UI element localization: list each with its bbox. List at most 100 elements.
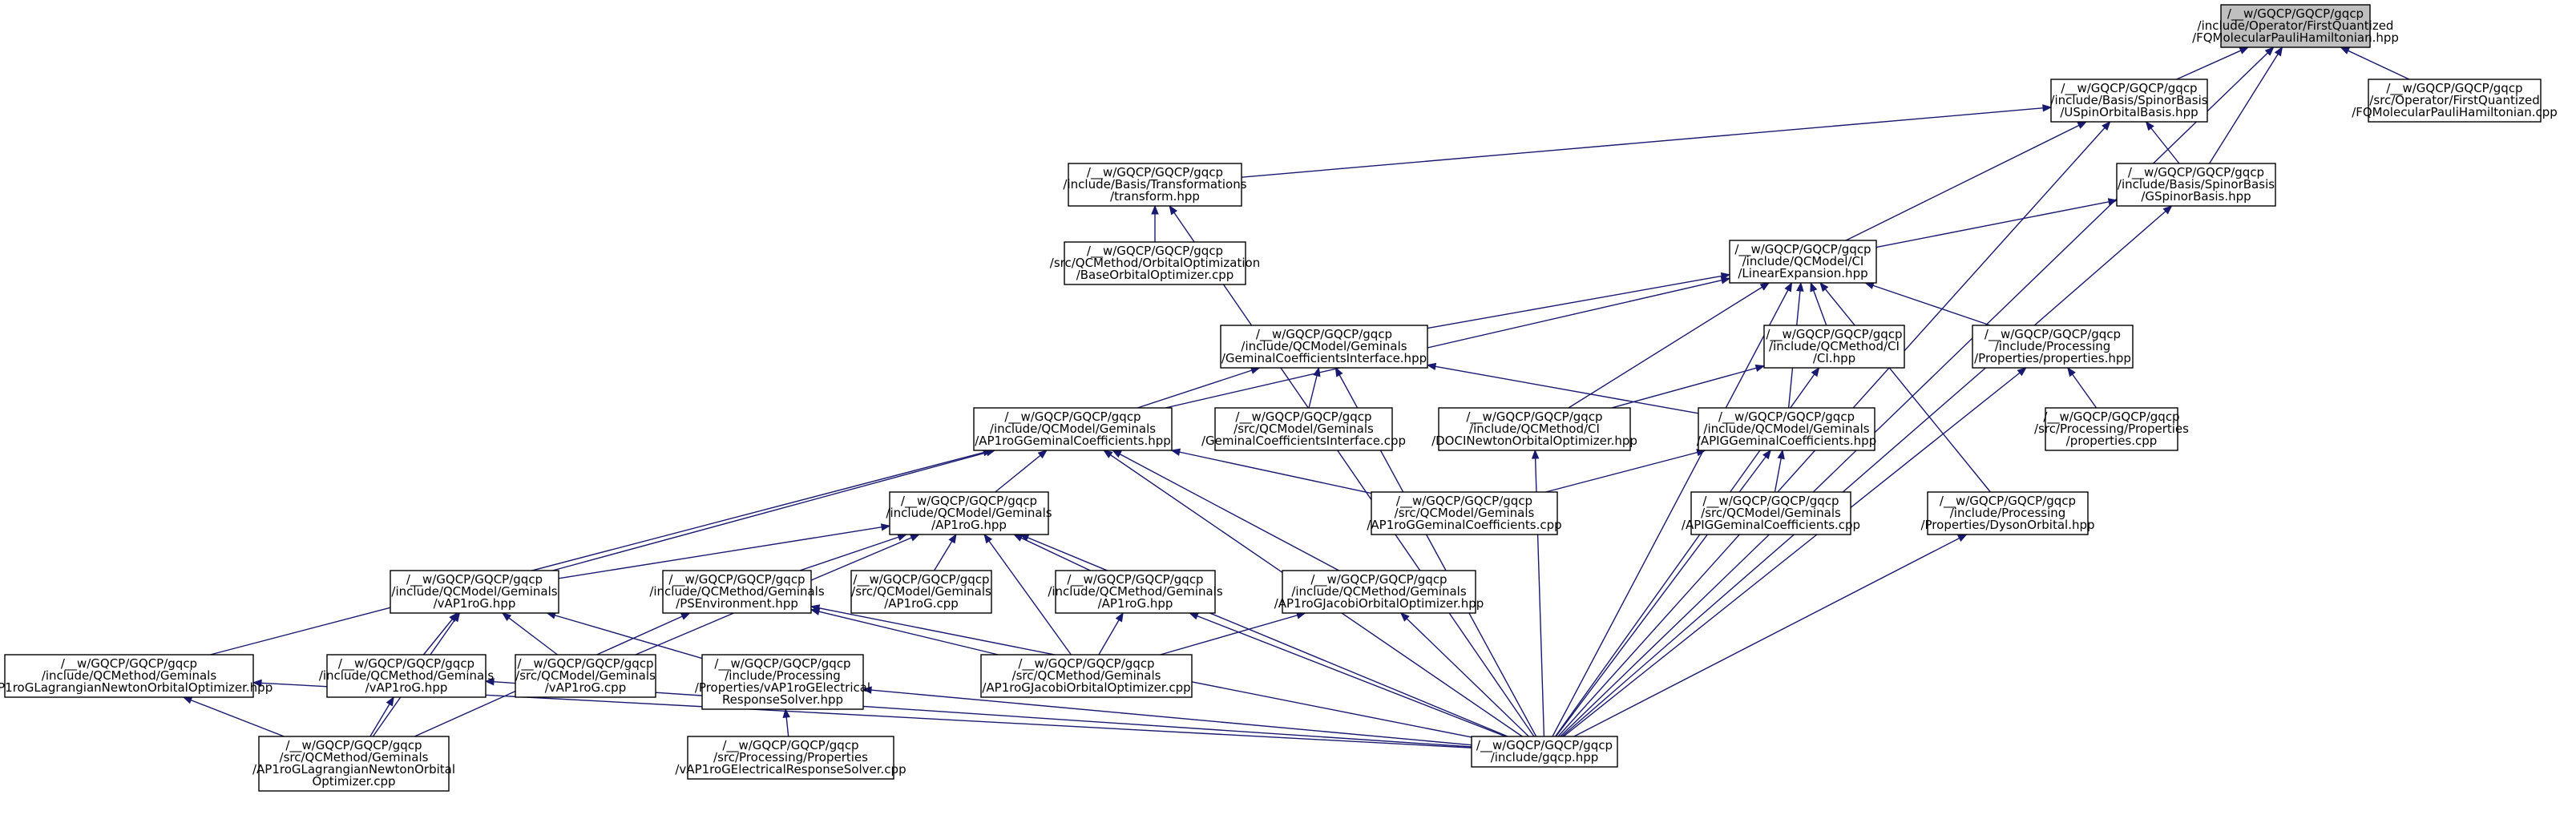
edge-psenv-to-ap1rog-hpp	[799, 534, 906, 571]
node-label-line: /__w/GQCP/GQCP/gqcp	[1396, 494, 1532, 509]
node-label-line: /src/QCModel/Geminals	[851, 584, 991, 599]
arrowhead-icon	[1112, 450, 1122, 458]
node-label-line: /include/QCMethod/Geminals	[1048, 584, 1223, 599]
arrowhead-icon	[182, 696, 193, 704]
file-node-linexp[interactable]: /__w/GQCP/GQCP/gqcp/include/QCModel/CI/L…	[1729, 240, 1877, 284]
edge-props-hpp-to-linexp	[1865, 282, 1991, 326]
node-label-line: /src/QCModel/Geminals	[1395, 506, 1535, 520]
edge-dyson-to-linexp	[1819, 282, 1991, 493]
file-node-dyson[interactable]: /__w/GQCP/GQCP/gqcp/include/Processing/P…	[1920, 491, 2095, 535]
arrowhead-icon	[2017, 367, 2027, 377]
file-node-ci-hpp[interactable]: /__w/GQCP/GQCP/gqcp/include/QCMethod/CI/…	[1763, 325, 1905, 369]
file-node-baseorb[interactable]: /__w/GQCP/GQCP/gqcp/src/QCMethod/Orbital…	[1050, 241, 1260, 285]
arrowhead-icon	[1189, 612, 1199, 620]
arrowhead-icon	[1762, 449, 1771, 460]
node-label-line: /include/QCModel/Geminals	[391, 584, 557, 599]
node-label-line: /__w/GQCP/GQCP/gqcp	[1718, 409, 1855, 425]
file-node-gcoefint-cpp[interactable]: /__w/GQCP/GQCP/gqcp/src/QCModel/Geminals…	[1201, 407, 1406, 451]
file-node-fq-cpp[interactable]: /__w/GQCP/GQCP/gqcp/src/Operator/FirstQu…	[2352, 79, 2558, 123]
node-label-line: /include/QCMethod/Geminals	[42, 668, 217, 683]
file-node-elec-cpp[interactable]: /__w/GQCP/GQCP/gqcp/src/Processing/Prope…	[675, 736, 906, 780]
file-node-gspinor[interactable]: /__w/GQCP/GQCP/gqcp/include/Basis/Spinor…	[2116, 163, 2276, 207]
node-label-line: /GeminalCoefficientsInterface.cpp	[1201, 434, 1406, 448]
file-node-apig-cpp[interactable]: /__w/GQCP/GQCP/gqcp/src/QCModel/Geminals…	[1682, 491, 1860, 535]
file-node-lagr-hpp[interactable]: /__w/GQCP/GQCP/gqcp/include/QCMethod/Gem…	[0, 654, 273, 698]
edge-gqcp-to-gspinor	[1561, 205, 2173, 737]
node-box	[4, 654, 254, 698]
node-label-line: /__w/GQCP/GQCP/gqcp	[2227, 6, 2364, 22]
node-box	[390, 570, 559, 614]
arrowhead-icon	[1754, 364, 1766, 372]
node-box	[1690, 491, 1851, 535]
arrowhead-icon	[252, 679, 262, 688]
edge-jacobi-hpp-to-ap1rogcoef	[1112, 450, 1339, 571]
edge-lagr-cpp-to-lagr-hpp	[183, 696, 285, 737]
edge-elec-hpp-to-vap1rog-model	[547, 612, 703, 660]
arrowhead-icon	[2077, 121, 2088, 129]
edge-gspinor-to-uspin	[2146, 121, 2180, 164]
node-box	[889, 491, 1049, 535]
edge-transform-to-uspin	[1241, 107, 2052, 178]
edge-lagr-hpp-to-ap1rogcoef	[210, 450, 992, 656]
node-label-line: /include/QCMethod/CI	[1769, 339, 1900, 353]
node-label-line: /__w/GQCP/GQCP/gqcp	[2061, 81, 2197, 96]
arrowhead-icon	[948, 533, 957, 544]
file-node-ap1rog-hpp[interactable]: /__w/GQCP/GQCP/gqcp/include/QCModel/Gemi…	[886, 491, 1052, 535]
arrowhead-icon	[484, 678, 495, 686]
file-node-jacobi-hpp[interactable]: /__w/GQCP/GQCP/gqcp/include/QCMethod/Gem…	[1274, 570, 1484, 614]
file-node-apig[interactable]: /__w/GQCP/GQCP/gqcp/include/QCModel/Gemi…	[1697, 407, 1876, 451]
file-node-props-cpp[interactable]: /__w/GQCP/GQCP/gqcp/src/Processing/Prope…	[2034, 407, 2189, 451]
node-label-line: /properties.cpp	[2066, 434, 2158, 448]
node-box	[1729, 240, 1877, 284]
file-node-props-hpp[interactable]: /__w/GQCP/GQCP/gqcp/include/Processing/P…	[1972, 325, 2134, 369]
file-node-transform[interactable]: /__w/GQCP/GQCP/gqcp/include/Basis/Transf…	[1063, 163, 1247, 207]
node-label-line: /BaseOrbitalOptimizer.cpp	[1076, 268, 1234, 282]
file-node-vap1rog-method[interactable]: /__w/GQCP/GQCP/gqcp/include/QCMethod/Gem…	[319, 654, 495, 698]
node-box	[1927, 491, 2089, 535]
node-label-line: /__w/GQCP/GQCP/gqcp	[1476, 738, 1613, 753]
node-label-line: /AP1roG.hpp	[1098, 596, 1173, 611]
file-node-ap1rogcoef[interactable]: /__w/GQCP/GQCP/gqcp/include/QCModel/Gemi…	[973, 407, 1173, 451]
node-label-line: /include/Operator/FirstQuantized	[2198, 18, 2394, 33]
node-label-line: /__w/GQCP/GQCP/gqcp	[901, 494, 1037, 509]
file-node-gcoefint[interactable]: /__w/GQCP/GQCP/gqcp/include/QCModel/Gemi…	[1220, 325, 1428, 369]
file-node-vap1rog-model[interactable]: /__w/GQCP/GQCP/gqcp/include/QCModel/Gemi…	[390, 570, 559, 614]
file-node-uspin[interactable]: /__w/GQCP/GQCP/gqcp/include/Basis/Spinor…	[2050, 79, 2208, 123]
node-label-line: /include/QCModel/CI	[1742, 254, 1864, 268]
edge-uspin-to-fq-hpp	[2176, 46, 2249, 80]
node-label-line: /__w/GQCP/GQCP/gqcp	[1256, 327, 1392, 342]
file-node-doci[interactable]: /__w/GQCP/GQCP/gqcp/include/QCMethod/CI/…	[1431, 407, 1637, 451]
node-label-line: /FQMolecularPauliHamiltonian.cpp	[2352, 105, 2558, 119]
edge-jacobi-cpp-to-psenv	[810, 609, 999, 656]
file-node-jacobi-cpp[interactable]: /__w/GQCP/GQCP/gqcp/src/QCMethod/Geminal…	[980, 654, 1193, 698]
file-node-ap1rog-cpp[interactable]: /__w/GQCP/GQCP/gqcp/src/QCModel/Geminals…	[850, 570, 992, 614]
file-node-gqcp[interactable]: /__w/GQCP/GQCP/gqcp/include/gqcp.hpp	[1471, 736, 1618, 768]
file-node-lagr-cpp[interactable]: /__w/GQCP/GQCP/gqcp/src/QCMethod/Geminal…	[252, 736, 455, 792]
node-label-line: /include/QCModel/Geminals	[990, 422, 1156, 436]
node-label-line: /__w/GQCP/GQCP/gqcp	[2043, 409, 2179, 425]
arrowhead-icon	[2102, 120, 2111, 131]
node-label-line: /include/Processing	[1995, 339, 2111, 353]
node-box	[515, 654, 656, 698]
arrowhead-icon	[810, 604, 821, 612]
file-node-ap1rog-method[interactable]: /__w/GQCP/GQCP/gqcp/include/QCMethod/Gem…	[1048, 570, 1223, 614]
file-node-fq-hpp[interactable]: /__w/GQCP/GQCP/gqcp/include/Operator/Fir…	[2192, 4, 2399, 48]
file-node-ap1rogcoef-cpp[interactable]: /__w/GQCP/GQCP/gqcp/src/QCModel/Geminals…	[1367, 491, 1562, 535]
file-node-psenv[interactable]: /__w/GQCP/GQCP/gqcp/include/QCMethod/Gem…	[649, 570, 825, 614]
node-box	[326, 654, 487, 698]
node-label-line: /LinearExpansion.hpp	[1738, 266, 1867, 280]
arrowhead-icon	[1170, 448, 1181, 456]
file-node-elec-hpp[interactable]: /__w/GQCP/GQCP/gqcp/include/Processing/P…	[695, 654, 870, 710]
node-box	[687, 736, 894, 780]
node-label-line: /AP1roGLagrangianNewtonOrbitalOptimizer.…	[0, 680, 273, 695]
arrowhead-icon	[1313, 366, 1321, 377]
file-node-vap1rog-cpp[interactable]: /__w/GQCP/GQCP/gqcp/src/QCModel/Geminals…	[515, 654, 656, 698]
node-label-line: /Properties/properties.hpp	[1974, 351, 2131, 365]
edge-gqcp-to-jacobi-hpp	[1400, 612, 1529, 737]
node-label-line: /__w/GQCP/GQCP/gqcp	[1004, 409, 1141, 425]
node-label-line: /APIGGeminalCoefficients.hpp	[1697, 434, 1876, 448]
node-box	[2368, 79, 2542, 123]
node-label-line: /include/QCModel/Geminals	[886, 506, 1052, 520]
node-label-line: /src/QCMethod/Geminals	[280, 750, 429, 764]
node-label-line: /__w/GQCP/GQCP/gqcp	[1466, 409, 1602, 425]
